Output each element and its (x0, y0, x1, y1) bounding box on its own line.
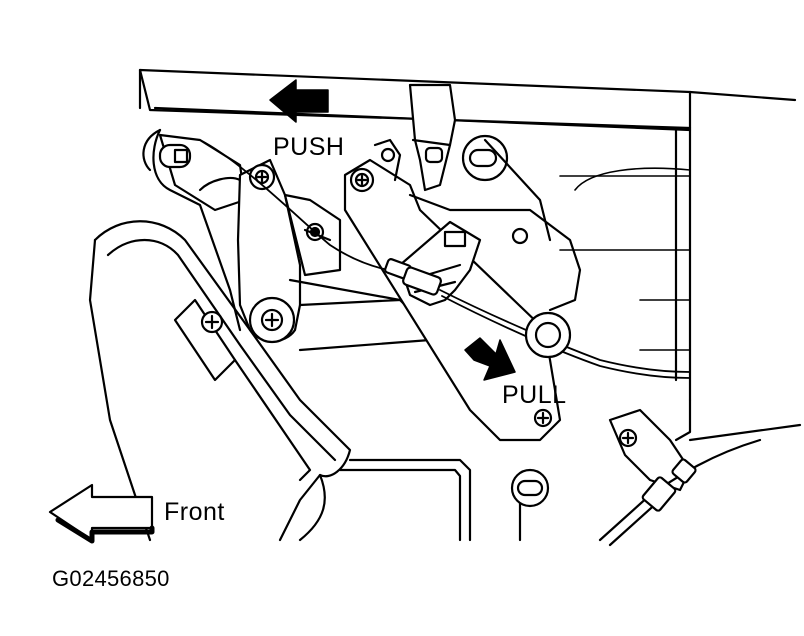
screw-bracket-top (354, 172, 370, 188)
grommet-center (524, 311, 572, 359)
pull-label: PULL (502, 381, 567, 409)
figure-id: G02456850 (52, 566, 170, 591)
arrow-left-outline-icon (48, 483, 155, 544)
screw-lever-bottom (260, 308, 284, 332)
screw-trim (200, 310, 224, 334)
push-label: PUSH (273, 133, 345, 161)
screw-lower-right (618, 428, 638, 448)
release-cable (199, 139, 691, 379)
pin-pivot-plate (309, 226, 321, 238)
door-frame-grid (559, 167, 691, 351)
grommet-lower (510, 468, 550, 508)
arrow-down-right-filled-icon (464, 337, 516, 381)
grommet-upper-right (461, 134, 552, 242)
screw-lever-top (254, 169, 270, 185)
screw-latch-bottom (533, 408, 553, 428)
guide-block (408, 83, 457, 192)
front-direction-label: Front (164, 498, 225, 526)
arrow-left-filled-icon (269, 79, 329, 123)
upper-bracket (158, 133, 247, 212)
cable-barrel (384, 258, 442, 296)
